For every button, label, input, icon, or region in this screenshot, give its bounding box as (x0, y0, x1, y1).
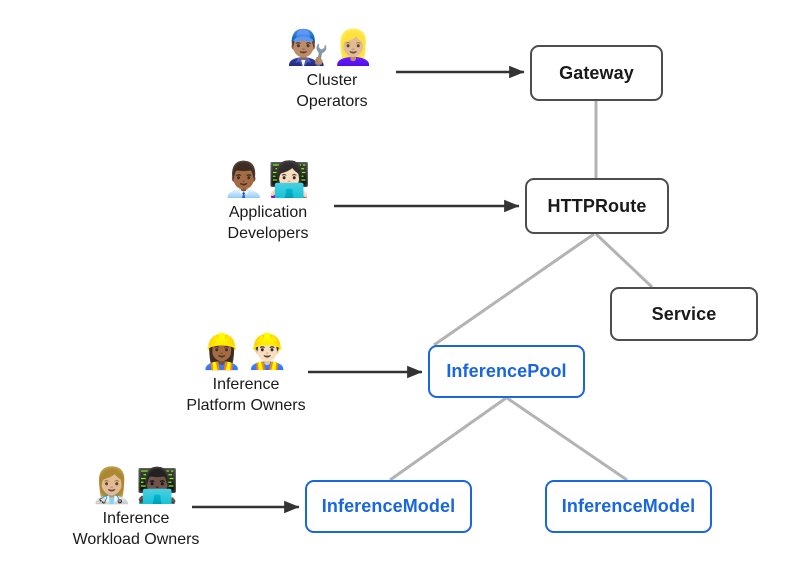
inference-workload-owners-avatar-icons: 👩🏼‍⚕️👨🏿‍💻 (90, 467, 182, 505)
connector-inferencepool-inferencemodel-right (506, 396, 628, 482)
node-gateway[interactable]: Gateway (530, 45, 663, 101)
cluster-operators-avatar-icons: 👨🏽‍🔧👱🏼‍♀️ (286, 29, 378, 67)
connector-httproute-inferencepool (433, 232, 595, 347)
node-service-label: Service (651, 303, 717, 324)
persona-cluster-operators: 👨🏽‍🔧👱🏼‍♀️ Cluster Operators (272, 28, 392, 112)
application-developers-avatar-icons: 👨🏾‍💼👩🏻‍💻 (222, 161, 314, 199)
node-service[interactable]: Service (610, 287, 758, 341)
connector-inferencepool-inferencemodel-left (389, 396, 507, 482)
persona-inference-workload-owners-label: Inference Workload Owners (72, 510, 200, 548)
persona-cluster-operators-label: Cluster Operators (296, 72, 368, 110)
persona-application-developers: 👨🏾‍💼👩🏻‍💻 Application Developers (208, 160, 328, 244)
persona-inference-platform-owners-label: Inference Platform Owners (186, 376, 306, 414)
persona-inference-workload-owners: 👩🏼‍⚕️👨🏿‍💻 Inference Workload Owners (54, 466, 218, 550)
node-httproute-label: HTTPRoute (547, 195, 647, 216)
node-inferencemodel-right[interactable]: InferenceModel (545, 480, 712, 533)
node-inferencemodel-left[interactable]: InferenceModel (305, 480, 472, 533)
node-inferencepool-label: InferencePool (446, 361, 567, 381)
node-inferencepool[interactable]: InferencePool (428, 345, 585, 398)
connector-httproute-service (594, 232, 654, 289)
node-inferencemodel-right-label: InferenceModel (561, 496, 696, 516)
node-gateway-label: Gateway (559, 62, 634, 83)
inference-platform-owners-avatar-icons: 👷🏾‍♀️👷🏻‍♂️ (200, 333, 292, 371)
persona-inference-platform-owners: 👷🏾‍♀️👷🏻‍♂️ Inference Platform Owners (170, 332, 322, 416)
node-httproute[interactable]: HTTPRoute (525, 178, 669, 234)
node-inferencemodel-left-label: InferenceModel (321, 496, 456, 516)
persona-application-developers-label: Application Developers (227, 204, 309, 242)
